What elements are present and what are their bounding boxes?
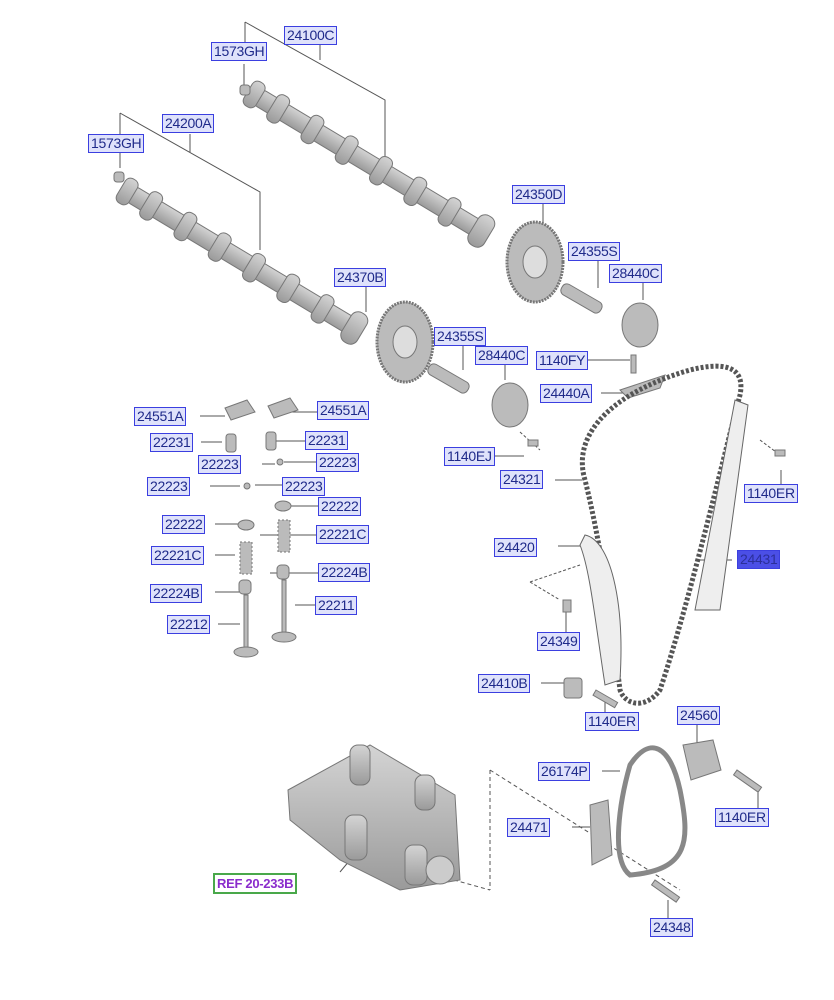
part-label-22221c[interactable]: 22221C: [151, 546, 205, 565]
part-label-24355s[interactable]: 24355S: [568, 242, 621, 261]
part-label-24100c[interactable]: 24100C: [284, 26, 338, 45]
part-label-24348[interactable]: 24348: [650, 918, 694, 937]
oil-pump-chain: [615, 745, 688, 878]
part-label-24560[interactable]: 24560: [677, 706, 721, 725]
chain-guide: [694, 399, 749, 611]
part-label-22212[interactable]: 22212: [167, 615, 211, 634]
oil-pump-housing: [287, 744, 461, 891]
camshaft-lower: [115, 177, 369, 345]
part-label-1140fy[interactable]: 1140FY: [536, 351, 589, 370]
part-label-28440c[interactable]: 28440C: [609, 264, 663, 283]
part-label-22231[interactable]: 22231: [150, 433, 194, 452]
part-label-26174p[interactable]: 26174P: [538, 762, 591, 781]
part-label-1140er[interactable]: 1140ER: [715, 808, 769, 827]
part-label-24355s[interactable]: 24355S: [434, 327, 487, 346]
part-label-1140ej[interactable]: 1140EJ: [444, 447, 495, 466]
part-label-24440a[interactable]: 24440A: [540, 384, 593, 403]
part-label-1140er[interactable]: 1140ER: [585, 712, 639, 731]
part-label-24350d[interactable]: 24350D: [512, 185, 566, 204]
part-label-22224b[interactable]: 22224B: [150, 584, 203, 603]
part-label-28440c[interactable]: 28440C: [475, 346, 529, 365]
part-label-22223[interactable]: 22223: [198, 455, 242, 474]
part-label-24321[interactable]: 24321: [500, 470, 544, 489]
part-label-24410b[interactable]: 24410B: [478, 674, 531, 693]
tensioner-arm: [579, 534, 622, 686]
part-label-22231[interactable]: 22231: [305, 431, 349, 450]
part-label-1140er[interactable]: 1140ER: [744, 484, 798, 503]
part-label-22222[interactable]: 22222: [318, 497, 362, 516]
part-label-22211[interactable]: 22211: [315, 596, 358, 615]
part-label-22221c[interactable]: 22221C: [316, 525, 370, 544]
part-label-24349[interactable]: 24349: [537, 632, 581, 651]
reference-link-20-233b[interactable]: REF 20-233B: [213, 873, 298, 894]
part-label-24551a[interactable]: 24551A: [317, 401, 370, 420]
part-label-22224b[interactable]: 22224B: [318, 563, 371, 582]
part-label-22222[interactable]: 22222: [162, 515, 206, 534]
part-label-1573gh[interactable]: 1573GH: [88, 134, 145, 153]
part-label-22223[interactable]: 22223: [147, 477, 191, 496]
part-label-1573gh[interactable]: 1573GH: [211, 42, 268, 61]
part-label-24471[interactable]: 24471: [507, 818, 551, 837]
part-label-24431[interactable]: 24431: [737, 550, 781, 569]
part-label-24200a[interactable]: 24200A: [162, 114, 215, 133]
part-label-22223[interactable]: 22223: [316, 453, 360, 472]
part-label-22223[interactable]: 22223: [282, 477, 326, 496]
part-label-24551a[interactable]: 24551A: [134, 407, 187, 426]
part-label-24370b[interactable]: 24370B: [334, 268, 387, 287]
camshaft-upper: [242, 80, 496, 248]
part-label-24420[interactable]: 24420: [494, 538, 538, 557]
